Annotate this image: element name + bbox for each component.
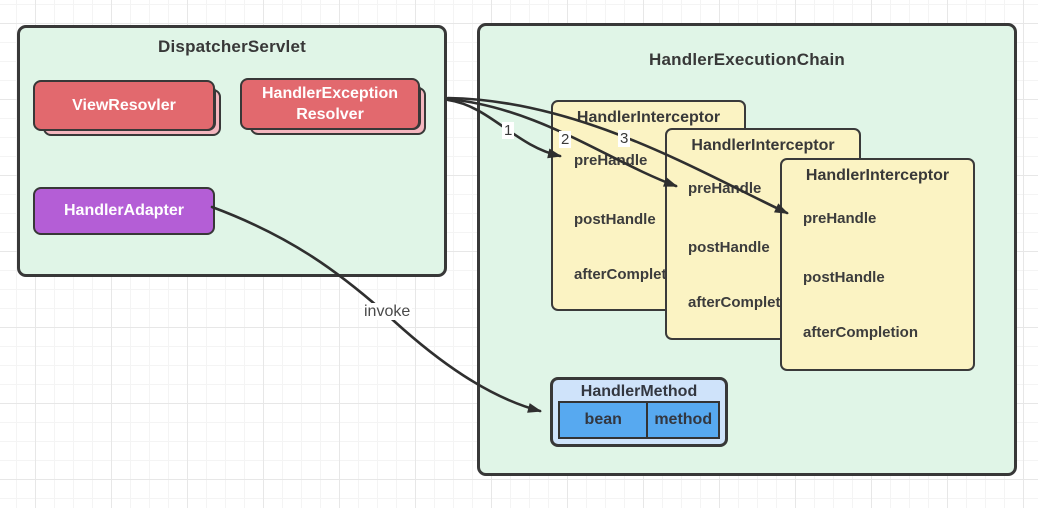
- handler-method-box: HandlerMethod bean method: [550, 377, 728, 447]
- handler-method-title: HandlerMethod: [580, 383, 698, 400]
- arrow-label-3: 3: [618, 130, 631, 147]
- arrow-label-1: 1: [502, 122, 515, 139]
- interceptor-3-prehandle: preHandle: [803, 210, 877, 227]
- dispatcher-servlet-title: DispatcherServlet: [158, 37, 306, 56]
- handler-interceptor-1-title: HandlerInterceptor: [576, 109, 721, 126]
- handler-method-row: bean method: [558, 401, 720, 439]
- interceptor-1-prehandle: preHandle: [574, 152, 648, 169]
- interceptor-1-posthandle: postHandle: [574, 211, 656, 228]
- arrow-label-2: 2: [559, 131, 572, 148]
- dispatcher-servlet-box: DispatcherServlet ViewResovler HandlerEx…: [17, 25, 447, 277]
- interceptor-3-posthandle: postHandle: [803, 269, 885, 286]
- handler-method-method-cell: method: [646, 401, 720, 439]
- handler-interceptor-3-title: HandlerInterceptor: [805, 167, 950, 184]
- handler-interceptor-2-title: HandlerInterceptor: [691, 137, 835, 154]
- handler-exception-resolver-node: HandlerException Resolver: [240, 78, 426, 135]
- handler-adapter-card: HandlerAdapter: [33, 187, 215, 235]
- handler-execution-chain-box: HandlerExecutionChain HandlerInterceptor…: [477, 23, 1017, 476]
- handler-exception-resolver-label-line1: HandlerException: [261, 85, 399, 102]
- handler-adapter-label: HandlerAdapter: [63, 202, 185, 219]
- handler-exception-resolver-card: HandlerException Resolver: [240, 78, 420, 130]
- view-resolver-label: ViewResovler: [72, 96, 176, 114]
- handler-interceptor-card-3: HandlerInterceptor preHandle postHandle …: [780, 158, 975, 371]
- interceptor-1-aftercompletion: afterCompletion: [574, 266, 690, 283]
- handler-adapter-node: HandlerAdapter: [33, 187, 215, 235]
- interceptor-2-posthandle: postHandle: [688, 239, 770, 256]
- interceptor-2-prehandle: preHandle: [688, 180, 762, 197]
- interceptor-2-aftercompletion: afterCompletion: [688, 294, 804, 311]
- handler-exception-resolver-label-line2: Resolver: [296, 106, 364, 123]
- view-resolver-card: ViewResovler: [33, 80, 215, 131]
- handler-execution-chain-title: HandlerExecutionChain: [649, 50, 845, 69]
- interceptor-3-aftercompletion: afterCompletion: [803, 324, 919, 341]
- view-resolver-node: ViewResovler: [33, 80, 221, 136]
- invoke-arrow-label: invoke: [362, 303, 413, 320]
- handler-method-bean-cell: bean: [558, 401, 649, 439]
